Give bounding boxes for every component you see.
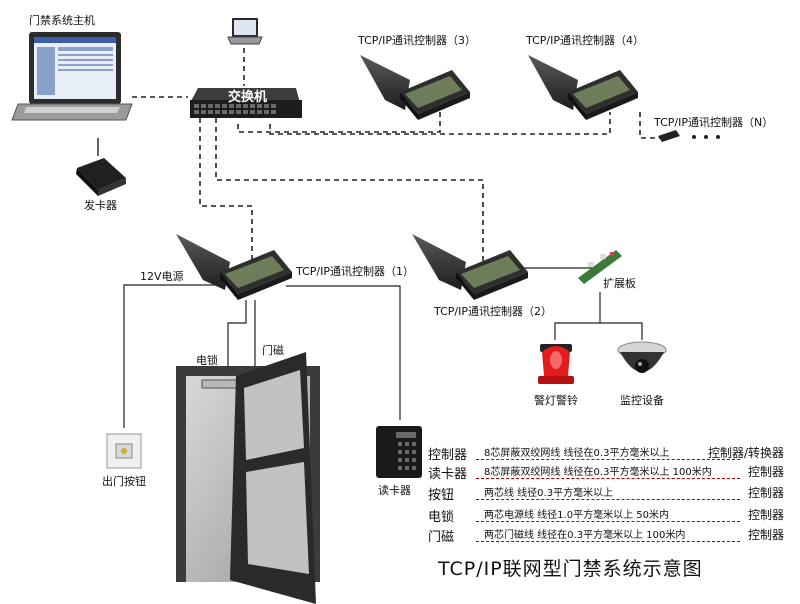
wire-lock (227, 300, 247, 382)
wiring-row: 电锁 两芯电源线 线径1.0平方毫米以上 50米内 控制器 (428, 504, 790, 525)
wiring-line (476, 499, 740, 500)
wiring-device: 门磁 (428, 530, 455, 545)
controller-2 (412, 234, 528, 300)
laptop-icon (227, 18, 263, 45)
card-reader-device (376, 426, 422, 478)
controller-4 (528, 55, 638, 120)
controller-4-label: TCP/IP通讯控制器（4） (526, 34, 644, 47)
controller-1-label: TCP/IP通讯控制器（1） (296, 265, 414, 278)
wiring-spec: 两芯电源线 线径1.0平方毫米以上 50米内 (484, 510, 669, 521)
field-wiring (123, 267, 643, 428)
camera-label: 监控设备 (620, 394, 664, 407)
wiring-row: 读卡器 8芯屏蔽双绞网线 线径在0.3平方毫米以上 100米内 控制器 (428, 461, 790, 482)
wiring-device: 电锁 (428, 510, 455, 525)
wiring-row: 控制器 8芯屏蔽双绞网线 线径在0.3平方毫米以上 控制器/转换器 (428, 442, 790, 463)
camera-dome (617, 341, 667, 373)
wiring-line (476, 521, 740, 522)
alarm-label: 警灯警铃 (534, 394, 578, 407)
card-reader-label: 读卡器 (378, 484, 411, 497)
wiring-line (476, 478, 740, 479)
network-links (132, 48, 660, 282)
wiring-spec: 8芯屏蔽双绞网线 线径在0.3平方毫米以上 100米内 (484, 467, 712, 478)
wiring-target: 控制器 (747, 486, 784, 500)
wiring-device: 读卡器 (428, 467, 468, 482)
diagram-title: TCP/IP联网型门禁系统示意图 (438, 558, 703, 580)
wiring-spec: 8芯屏蔽双绞网线 线径在0.3平方毫米以上 (484, 448, 670, 459)
magnet-label: 门磁 (262, 344, 284, 357)
link-switch-ctrlN (639, 112, 660, 139)
wire-alarm-camera (554, 292, 643, 340)
wiring-target: 控制器 (747, 508, 784, 522)
wiring-device: 控制器 (428, 448, 468, 463)
wiring-target: 控制器 (747, 528, 784, 542)
wiring-spec: 两芯线 线径0.3平方毫米以上 (484, 488, 614, 499)
network-switch (190, 88, 302, 118)
card-issuer-label: 发卡器 (84, 199, 117, 212)
host-computer-label: 门禁系统主机 (29, 14, 95, 27)
wiring-spec: 两芯门磁线 线径在0.3平方毫米以上 100米内 (484, 530, 686, 541)
wiring-line (476, 541, 740, 542)
expansion-label: 扩展板 (603, 277, 636, 290)
wiring-row: 按钮 两芯线 线径0.3平方毫米以上 控制器 (428, 482, 790, 503)
controller-n (658, 130, 720, 142)
wiring-target: 控制器/转换器 (707, 446, 784, 460)
wiring-device: 按钮 (428, 488, 455, 503)
controller-n-label: TCP/IP通讯控制器（N） (654, 116, 774, 129)
controller-3-label: TCP/IP通讯控制器（3） (358, 34, 476, 47)
wiring-line (476, 459, 740, 460)
link-switch-ctrl2 (215, 118, 484, 268)
card-issuer-device (76, 138, 126, 196)
controller-1 (176, 234, 292, 300)
wiring-row: 门磁 两芯门磁线 线径在0.3平方毫米以上 100米内 控制器 (428, 524, 790, 545)
wiring-target: 控制器 (747, 465, 784, 479)
expansion-board (578, 250, 622, 284)
exit-button-device (106, 433, 142, 469)
link-switch-ctrl3 (237, 112, 441, 133)
wire-reader (286, 285, 401, 420)
switch-label: 交换机 (228, 90, 268, 105)
alarm-siren (538, 344, 574, 384)
controller-2-label: TCP/IP通讯控制器（2） (434, 305, 552, 318)
door (176, 352, 320, 604)
lock-label: 电锁 (196, 354, 218, 367)
wire-power (123, 284, 220, 428)
host-computer (11, 32, 133, 121)
controller-3 (360, 55, 470, 120)
link-switch-ctrl4 (269, 112, 611, 135)
power-label: 12V电源 (140, 270, 184, 283)
exit-button-label: 出门按钮 (102, 475, 146, 488)
